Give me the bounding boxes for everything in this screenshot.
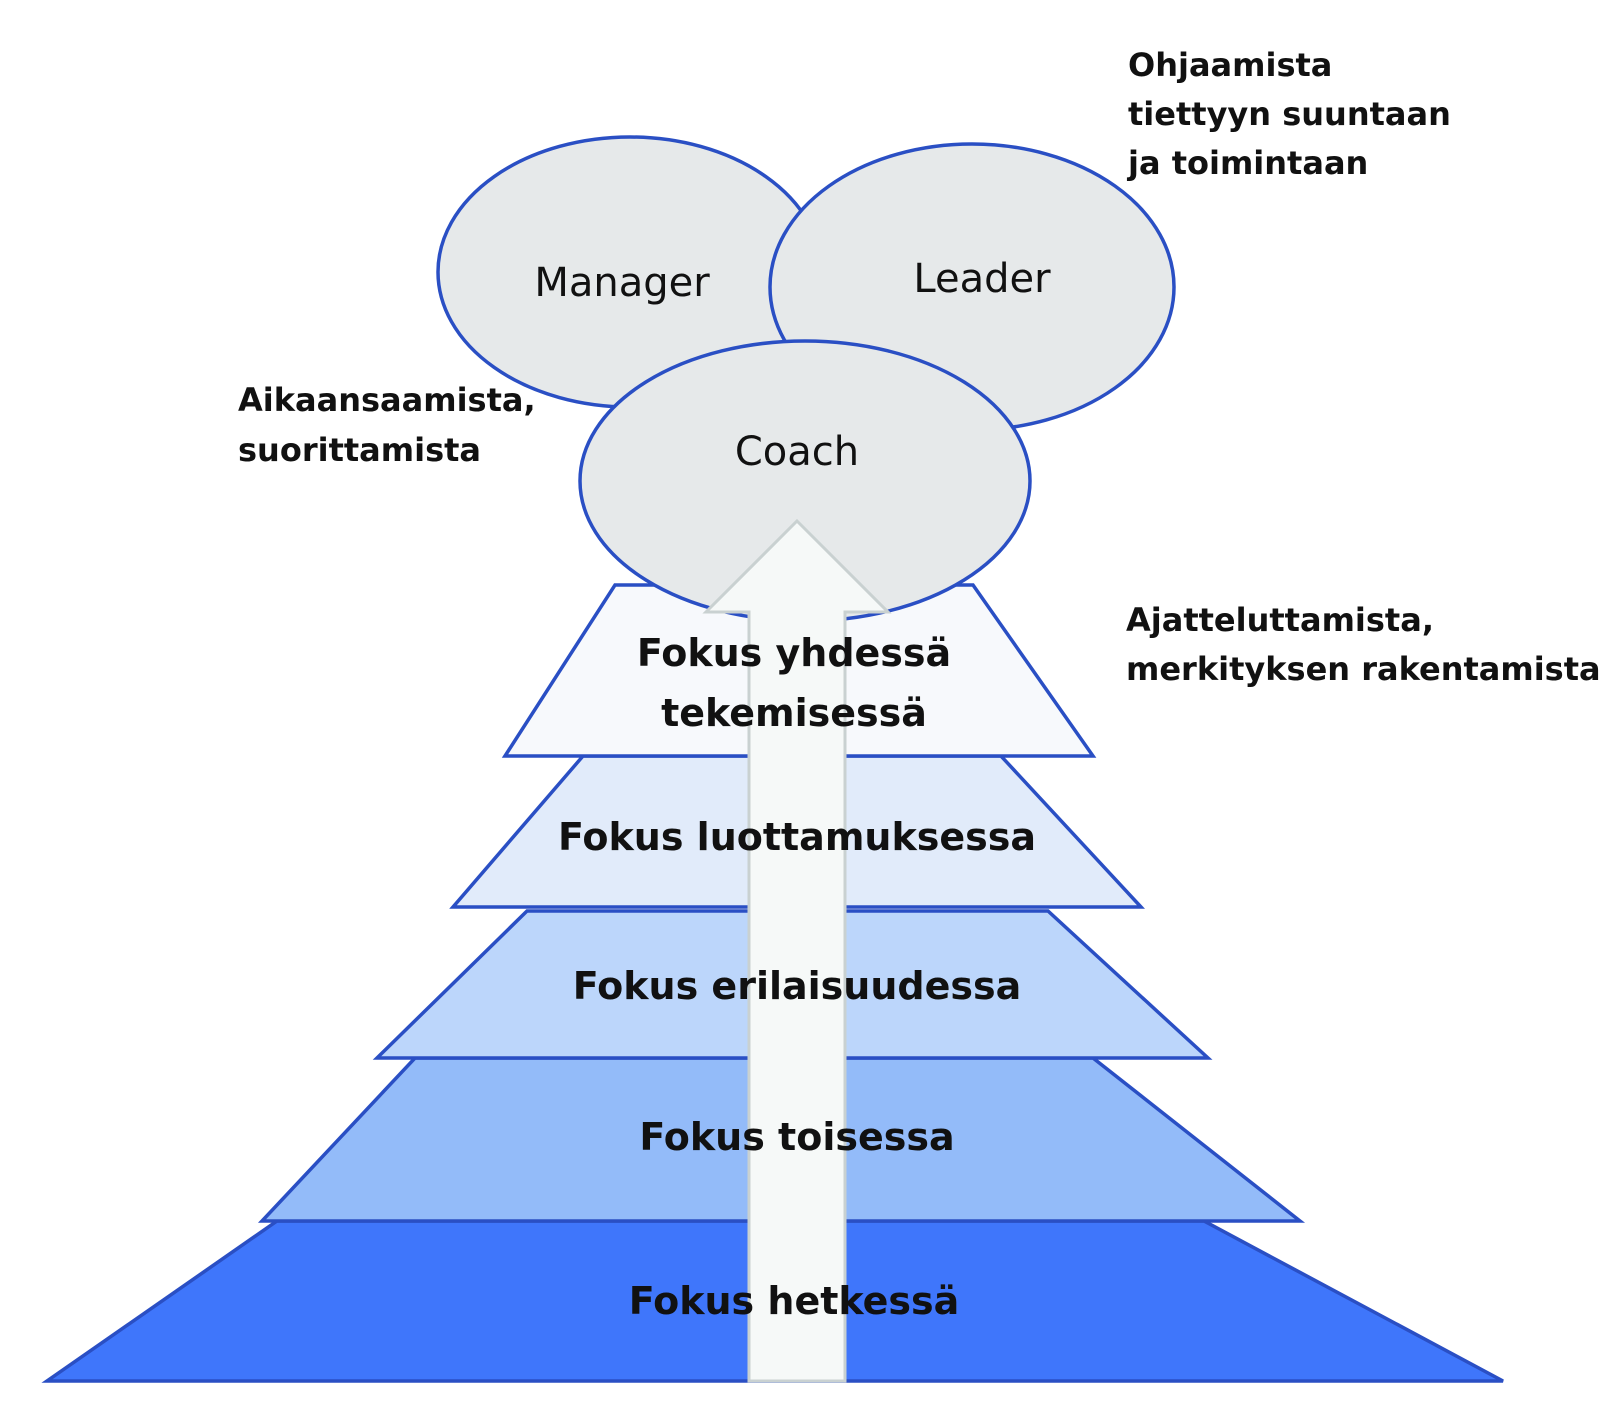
tier-5-label: Fokus hetkessä xyxy=(629,1279,960,1323)
tier-1-label-line-2: tekemisessä xyxy=(661,691,927,735)
manager-label: Manager xyxy=(534,260,710,306)
manager-note-line-2: suorittamista xyxy=(238,431,481,469)
tier-2-label: Fokus luottamuksessa xyxy=(558,815,1036,859)
coach-note-line-2: merkityksen rakentamista xyxy=(1126,650,1601,688)
leader-note-line-1: Ohjaamista xyxy=(1128,46,1332,84)
coach-label: Coach xyxy=(735,429,859,475)
leader-note-line-2: tiettyyn suuntaan xyxy=(1128,95,1451,133)
coach-note-line-1: Ajatteluttamista, xyxy=(1126,601,1434,639)
up-arrow xyxy=(702,518,892,1383)
leader-note-line-3: ja toimintaan xyxy=(1126,144,1368,182)
manager-note-line-1: Aikaansaamista, xyxy=(238,381,536,419)
leader-label: Leader xyxy=(913,256,1051,302)
tier-4-label: Fokus toisessa xyxy=(639,1115,954,1159)
tier-1-label-line-1: Fokus yhdessä xyxy=(637,631,951,675)
tier-3-label: Fokus erilaisuudessa xyxy=(573,964,1022,1008)
